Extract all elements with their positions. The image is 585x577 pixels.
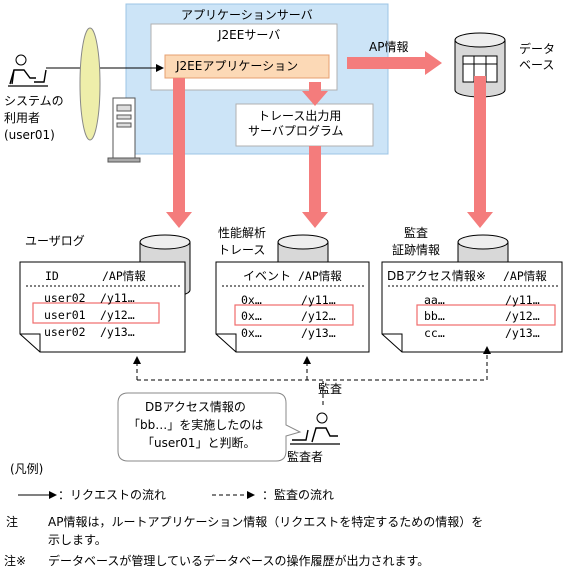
user-log-header-id: ID xyxy=(45,269,59,283)
network-ellipse xyxy=(79,27,101,141)
user-log-row-1-id: user02 xyxy=(44,291,86,305)
audit-log-document xyxy=(381,234,563,353)
perf-trace-title-line-1: 性能解析 xyxy=(218,226,267,240)
perf-trace-row-2-ap: /y12… xyxy=(301,309,336,323)
note-2-line-1: データベースが管理しているデータベースの操作履歴が出力されます。 xyxy=(48,554,430,568)
arrow-app-to-userlog xyxy=(166,78,192,228)
audit-log-title-line-1: 監査 xyxy=(404,226,429,240)
user-log-row-3-id: user02 xyxy=(44,325,86,339)
arrow-db-to-audit xyxy=(467,76,493,228)
user-log-header-ap: /AP情報 xyxy=(102,269,146,283)
trace-program-line-1: トレース出力用 xyxy=(258,109,342,123)
database-label-line-1: データ xyxy=(519,42,556,56)
user-person-icon xyxy=(8,54,48,87)
trace-program-box xyxy=(235,103,374,147)
audit-log-highlight xyxy=(416,304,556,326)
arrow-app-to-trace xyxy=(302,82,328,106)
perf-trace-document xyxy=(215,234,370,353)
perf-trace-row-3-ap: /y13… xyxy=(301,326,336,340)
audit-label: 監査 xyxy=(318,382,343,396)
client-machine-icon xyxy=(107,97,141,163)
user-label-line-2: 利用者 xyxy=(4,111,41,125)
audit-log-row-3-db: cc… xyxy=(424,326,445,340)
bubble-line-2: 「bb…」を実施したのは xyxy=(128,418,264,432)
speech-bubble xyxy=(117,392,302,462)
auditor-person-icon xyxy=(290,412,340,445)
audit-log-header-db: DBアクセス情報※ xyxy=(387,269,486,283)
audit-log-row-1-db: aa… xyxy=(424,293,445,307)
user-log-row-1-ap: /y11… xyxy=(100,291,135,305)
flow-arrows xyxy=(166,51,493,228)
j2ee-server-label: J2EEサーバ xyxy=(218,28,281,42)
user-label-line-1: システムの xyxy=(4,94,64,108)
auditor-label: 監査者 xyxy=(287,450,324,464)
note-1-line-2: 示します。 xyxy=(48,533,107,547)
perf-trace-highlight xyxy=(234,304,354,326)
audit-log-title-line-2: 証跡情報 xyxy=(392,243,441,257)
user-log-highlight xyxy=(32,302,160,324)
user-label-line-3: (user01) xyxy=(4,128,55,142)
ap-info-label: AP情報 xyxy=(369,40,409,54)
perf-trace-header-ap: /AP情報 xyxy=(298,269,342,283)
arrow-app-to-db xyxy=(347,51,442,75)
database-label-line-2: ベース xyxy=(519,58,555,72)
user-log-row-2-id: user01 xyxy=(44,308,86,322)
audit-flow-lines xyxy=(133,346,491,381)
j2ee-app-label: J2EEアプリケーション xyxy=(176,59,299,73)
note-1-line-1: AP情報は，ルートアプリケーション情報（リクエストを特定するための情報）を xyxy=(48,515,484,529)
user-log-document xyxy=(19,234,191,353)
user-log-title: ユーザログ xyxy=(25,234,85,248)
audit-log-row-2-db: bb… xyxy=(424,309,445,323)
bubble-line-1: DBアクセス情報の xyxy=(145,400,246,414)
perf-trace-row-2-event: 0x… xyxy=(241,309,262,323)
note-1-mark: 注 xyxy=(6,515,19,529)
audit-log-row-2-ap: /y12… xyxy=(505,309,540,323)
bubble-line-3: 「user01」と判断。 xyxy=(142,436,256,450)
audit-log-header-ap: /AP情報 xyxy=(503,269,547,283)
user-log-row-3-ap: /y13… xyxy=(100,325,135,339)
app-server-title: アプリケーションサーバ xyxy=(181,8,313,22)
audit-log-row-3-ap: /y13… xyxy=(505,326,540,340)
perf-trace-row-1-ap: /y11… xyxy=(301,293,336,307)
legend-request-flow: ：リクエストの流れ xyxy=(58,488,167,502)
j2ee-app-box xyxy=(164,54,330,79)
note-2-mark: 注※ xyxy=(4,554,27,568)
legend-audit-flow: ：監査の流れ xyxy=(262,488,335,502)
perf-trace-row-3-event: 0x… xyxy=(241,326,262,340)
arrow-trace-to-perf xyxy=(302,146,328,228)
perf-trace-row-1-event: 0x… xyxy=(241,293,262,307)
trace-program-line-2: サーバプログラム xyxy=(248,124,344,138)
perf-trace-title-line-2: トレース xyxy=(218,243,266,257)
perf-trace-header-event: イベント xyxy=(243,269,292,283)
audit-log-row-1-ap: /y11… xyxy=(505,293,540,307)
user-log-row-2-ap: /y12… xyxy=(100,308,135,322)
legend-title: (凡例) xyxy=(10,462,44,476)
